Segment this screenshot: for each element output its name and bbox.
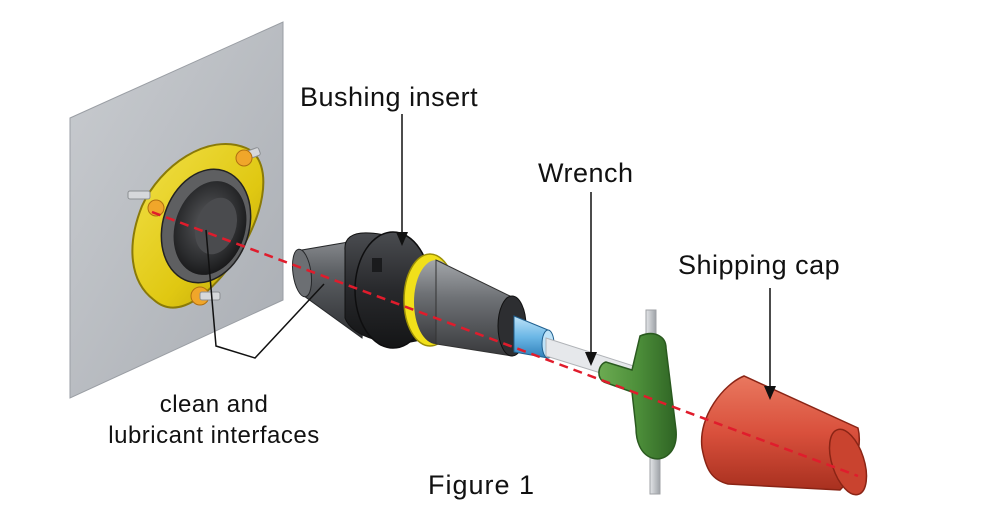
- alignment-axis-line: [151, 210, 859, 478]
- leader-arrowheads: [396, 232, 776, 400]
- wrench: [545, 309, 677, 495]
- shipping-cap-label: Shipping cap: [678, 250, 841, 280]
- bushing-insert: [291, 231, 555, 359]
- flange-studs: [127, 147, 261, 306]
- leader-lines: [205, 114, 771, 396]
- figure-caption: Figure 1: [428, 470, 536, 500]
- bushing-insert-label: Bushing insert: [300, 82, 479, 112]
- clean-interfaces-label-line-1: clean and: [159, 391, 269, 418]
- wrench-label: Wrench: [538, 158, 634, 188]
- clean-interfaces-label-line-2: lubricant interfaces: [108, 422, 320, 449]
- shipping-cap: [700, 375, 868, 496]
- clean-interfaces-label: clean and lubricant interfaces: [70, 389, 358, 451]
